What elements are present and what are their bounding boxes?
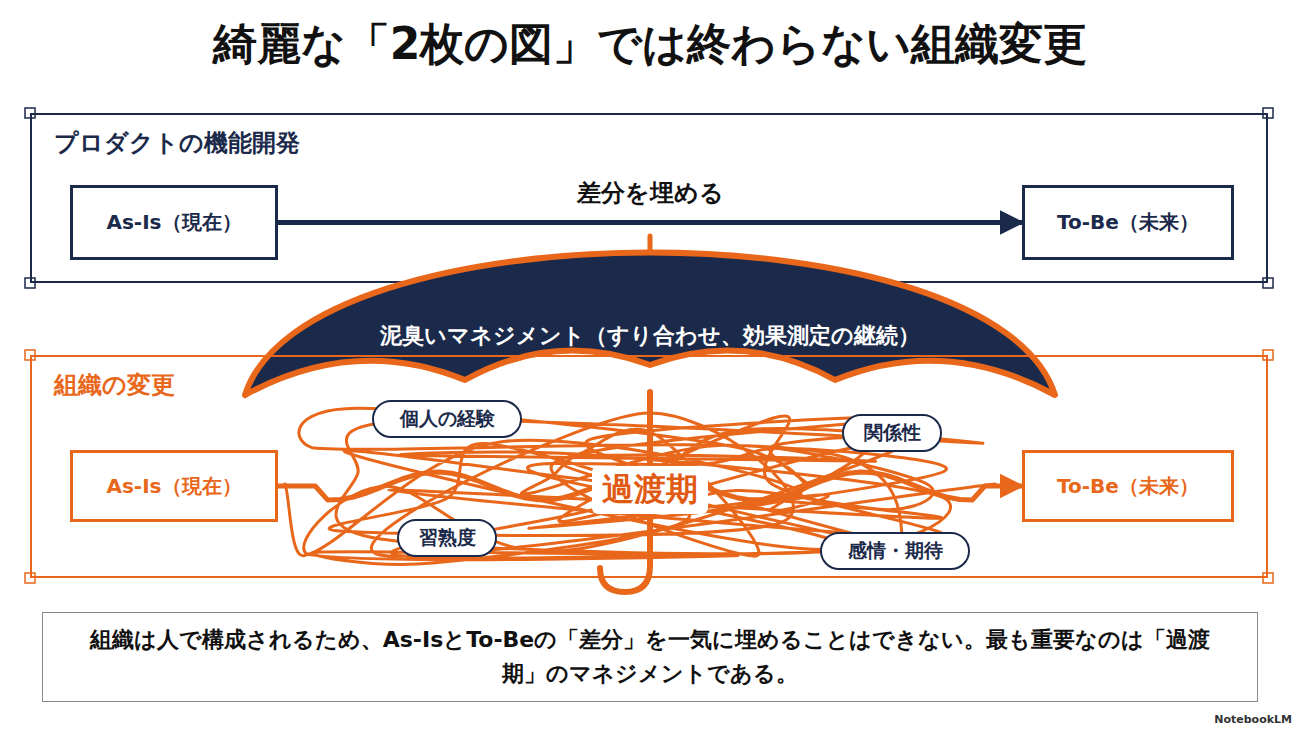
canopy-shape bbox=[245, 245, 1055, 400]
state-box: To-Be（未来） bbox=[1022, 450, 1234, 522]
canopy-fabric bbox=[245, 253, 1055, 396]
watermark: NotebookLM bbox=[1214, 713, 1292, 726]
caption-box: 組織は人で構成されるため、As-IsとTo-Beの「差分」を一気に埋めることはで… bbox=[42, 612, 1258, 702]
node-label: To-Be（未来） bbox=[1057, 209, 1199, 236]
corner-square bbox=[1263, 278, 1273, 288]
node-label: 個人の経験 bbox=[400, 406, 495, 432]
umbrella-text: 泥臭いマネジメント（すり合わせ、効果測定の継続） bbox=[245, 321, 1055, 351]
state-box: As-Is（現在） bbox=[70, 450, 278, 522]
phase-label: 過渡期 bbox=[592, 466, 708, 514]
node-label: 関係性 bbox=[864, 420, 921, 446]
node-label: As-Is（現在） bbox=[106, 473, 241, 500]
factor-pill: 関係性 bbox=[842, 414, 942, 452]
factor-pill: 感情・期待 bbox=[820, 532, 970, 570]
panel-heading: 組織の変更 bbox=[54, 369, 175, 401]
node-label: To-Be（未来） bbox=[1057, 473, 1199, 500]
factor-pill: 習熟度 bbox=[397, 519, 497, 557]
node-label: As-Is（現在） bbox=[106, 209, 241, 236]
panel-corners bbox=[25, 108, 1273, 583]
corner-square bbox=[1263, 573, 1273, 583]
factor-pill: 個人の経験 bbox=[372, 400, 522, 438]
state-box: To-Be（未来） bbox=[1022, 185, 1234, 260]
node-label: 習熟度 bbox=[419, 525, 476, 551]
title-text: 綺麗な「2枚の図」では終わらない組織変更 bbox=[0, 14, 1300, 74]
umbrella-canopy: 泥臭いマネジメント（すり合わせ、効果測定の継続） bbox=[245, 245, 1055, 400]
state-box: As-Is（現在） bbox=[70, 185, 278, 260]
caption-text: 組織は人で構成されるため、As-IsとTo-Beの「差分」を一気に埋めることはで… bbox=[73, 623, 1227, 691]
node-label: 感情・期待 bbox=[848, 538, 943, 564]
edge-label: 差分を埋める bbox=[571, 177, 730, 209]
panel-heading: プロダクトの機能開発 bbox=[54, 127, 300, 159]
connector-arrow bbox=[278, 220, 1022, 225]
